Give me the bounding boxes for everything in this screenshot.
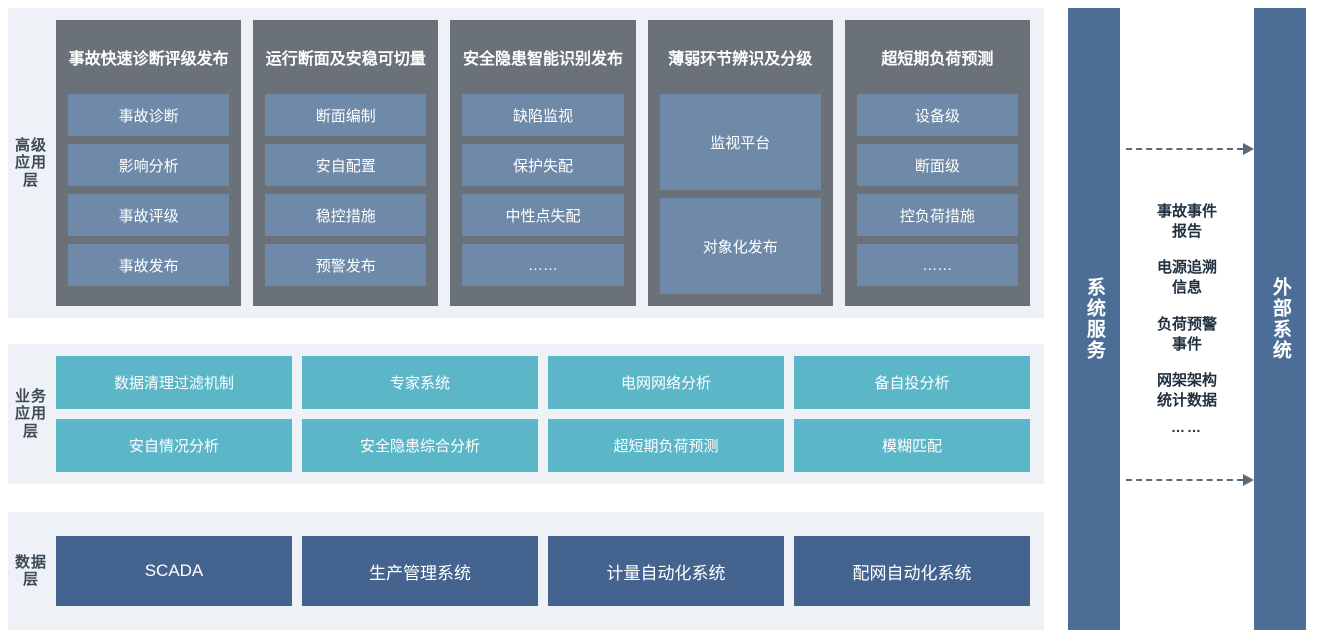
module-item[interactable]: 事故发布 [68,244,230,286]
module-item[interactable]: 对象化发布 [659,198,821,294]
exchange-message: 负荷预警 事件 [1156,315,1217,353]
module-title: 安全隐患智能识别发布 [463,51,624,69]
arrow-line [1126,148,1243,150]
data-source-item[interactable]: 生产管理系统 [302,536,538,606]
data-source-item[interactable]: 计量自动化系统 [548,536,784,606]
module-item[interactable]: 稳控措施 [265,194,427,236]
module-item[interactable]: 预警发布 [265,244,427,286]
exchange-message: 网架架构 统计数据 [1156,372,1217,410]
exchange-message: 事故事件 报告 [1156,202,1217,240]
module-items: 断面编制 安自配置 稳控措施 预警发布 [265,94,427,294]
advanced-application-layer-label: 高级应用层 [8,8,54,318]
arrow-head-icon [1243,143,1254,155]
exchange-message-ellipsis: …… [1171,418,1203,435]
business-item[interactable]: 模糊匹配 [794,419,1030,472]
module-ultra-short-load-forecast[interactable]: 超短期负荷预测 设备级 断面级 控负荷措施 …… [844,20,1031,306]
module-item[interactable]: 事故评级 [68,194,230,236]
module-operation-section[interactable]: 运行断面及安稳可切量 断面编制 安自配置 稳控措施 预警发布 [253,20,439,306]
external-system-column[interactable]: 外部系统 [1254,8,1306,630]
module-item[interactable]: 断面编制 [265,94,427,136]
data-source-item[interactable]: SCADA [56,536,292,606]
business-item[interactable]: 超短期负荷预测 [548,419,784,472]
advanced-application-layer: 高级应用层 事故快速诊断评级发布 事故诊断 影响分析 事故评级 事故发布 运行断… [8,8,1044,318]
module-title: 超短期负荷预测 [881,51,994,69]
module-item[interactable]: 事故诊断 [68,94,230,136]
external-system-label: 外部系统 [1269,277,1291,361]
module-items: 监视平台 对象化发布 [659,94,821,294]
business-item[interactable]: 电网网络分析 [548,356,784,409]
business-row: 数据清理过滤机制 专家系统 电网网络分析 备自投分析 [56,356,1030,409]
module-item[interactable]: 控负荷措施 [856,194,1019,236]
data-layer-items: SCADA 生产管理系统 计量自动化系统 配网自动化系统 [54,512,1044,630]
business-row: 安自情况分析 安全隐患综合分析 超短期负荷预测 模糊匹配 [56,419,1030,472]
module-item[interactable]: 断面级 [856,144,1019,186]
business-item[interactable]: 专家系统 [302,356,538,409]
arrow-to-external-top [1126,143,1254,155]
module-weak-link[interactable]: 薄弱环节辨识及分级 监视平台 对象化发布 [647,20,833,306]
advanced-application-columns: 事故快速诊断评级发布 事故诊断 影响分析 事故评级 事故发布 运行断面及安稳可切… [54,8,1044,318]
advanced-application-layer-label-text: 高级应用层 [14,137,47,189]
data-source-item[interactable]: 配网自动化系统 [794,536,1030,606]
business-item[interactable]: 备自投分析 [794,356,1030,409]
business-application-layer-label: 业务应用层 [8,344,54,484]
business-item[interactable]: 安自情况分析 [56,419,292,472]
module-items: 缺陷监视 保护失配 中性点失配 …… [462,94,624,294]
exchange-message: 电源追溯 信息 [1156,259,1217,297]
system-service-label: 系统服务 [1083,277,1105,361]
module-item[interactable]: 保护失配 [462,144,624,186]
data-layer-label-text: 数据层 [14,553,47,588]
module-title: 事故快速诊断评级发布 [68,51,229,69]
module-item[interactable]: 缺陷监视 [462,94,624,136]
business-item[interactable]: 数据清理过滤机制 [56,356,292,409]
business-item[interactable]: 安全隐患综合分析 [302,419,538,472]
exchange-message-list: 事故事件 报告 电源追溯 信息 负荷预警 事件 网架架构 统计数据 …… [1128,8,1246,630]
arrow-head-icon [1243,474,1254,486]
module-safety-hazard[interactable]: 安全隐患智能识别发布 缺陷监视 保护失配 中性点失配 …… [450,20,636,306]
data-layer-label: 数据层 [8,512,54,630]
module-item[interactable]: 中性点失配 [462,194,624,236]
business-application-grid: 数据清理过滤机制 专家系统 电网网络分析 备自投分析 安自情况分析 安全隐患综合… [54,344,1044,484]
business-application-layer: 业务应用层 数据清理过滤机制 专家系统 电网网络分析 备自投分析 安自情况分析 … [8,344,1044,484]
system-service-column[interactable]: 系统服务 [1068,8,1120,630]
business-application-layer-label-text: 业务应用层 [14,388,47,440]
module-items: 设备级 断面级 控负荷措施 …… [856,94,1019,294]
module-item[interactable]: 设备级 [856,94,1019,136]
module-item[interactable]: 安自配置 [265,144,427,186]
module-accident-diagnosis[interactable]: 事故快速诊断评级发布 事故诊断 影响分析 事故评级 事故发布 [56,20,242,306]
module-item[interactable]: …… [856,244,1019,286]
arrow-line [1126,479,1243,481]
data-layer: 数据层 SCADA 生产管理系统 计量自动化系统 配网自动化系统 [8,512,1044,630]
module-item[interactable]: 监视平台 [659,94,821,190]
module-items: 事故诊断 影响分析 事故评级 事故发布 [68,94,230,294]
module-title: 薄弱环节辨识及分级 [668,51,813,69]
module-item[interactable]: 影响分析 [68,144,230,186]
module-title: 运行断面及安稳可切量 [265,51,426,69]
module-item[interactable]: …… [462,244,624,286]
arrow-to-external-bottom [1126,474,1254,486]
